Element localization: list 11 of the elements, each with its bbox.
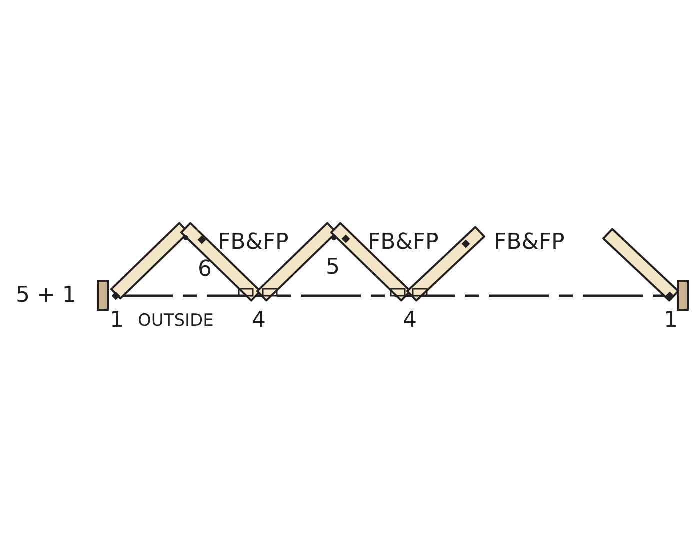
position-number: 4 xyxy=(403,310,417,332)
panel-number: 5 xyxy=(326,257,340,279)
position-number: 4 xyxy=(252,310,266,332)
position-number: 1 xyxy=(110,310,124,332)
panel-count-label: 5 + 1 xyxy=(16,285,76,307)
side-label: OUTSIDE xyxy=(138,313,214,330)
hardware-label: FB&FP xyxy=(218,232,289,254)
position-number: 1 xyxy=(664,310,678,332)
hardware-label: FB&FP xyxy=(494,232,565,254)
panel-number: 6 xyxy=(198,259,212,281)
hardware-label: FB&FP xyxy=(368,232,439,254)
